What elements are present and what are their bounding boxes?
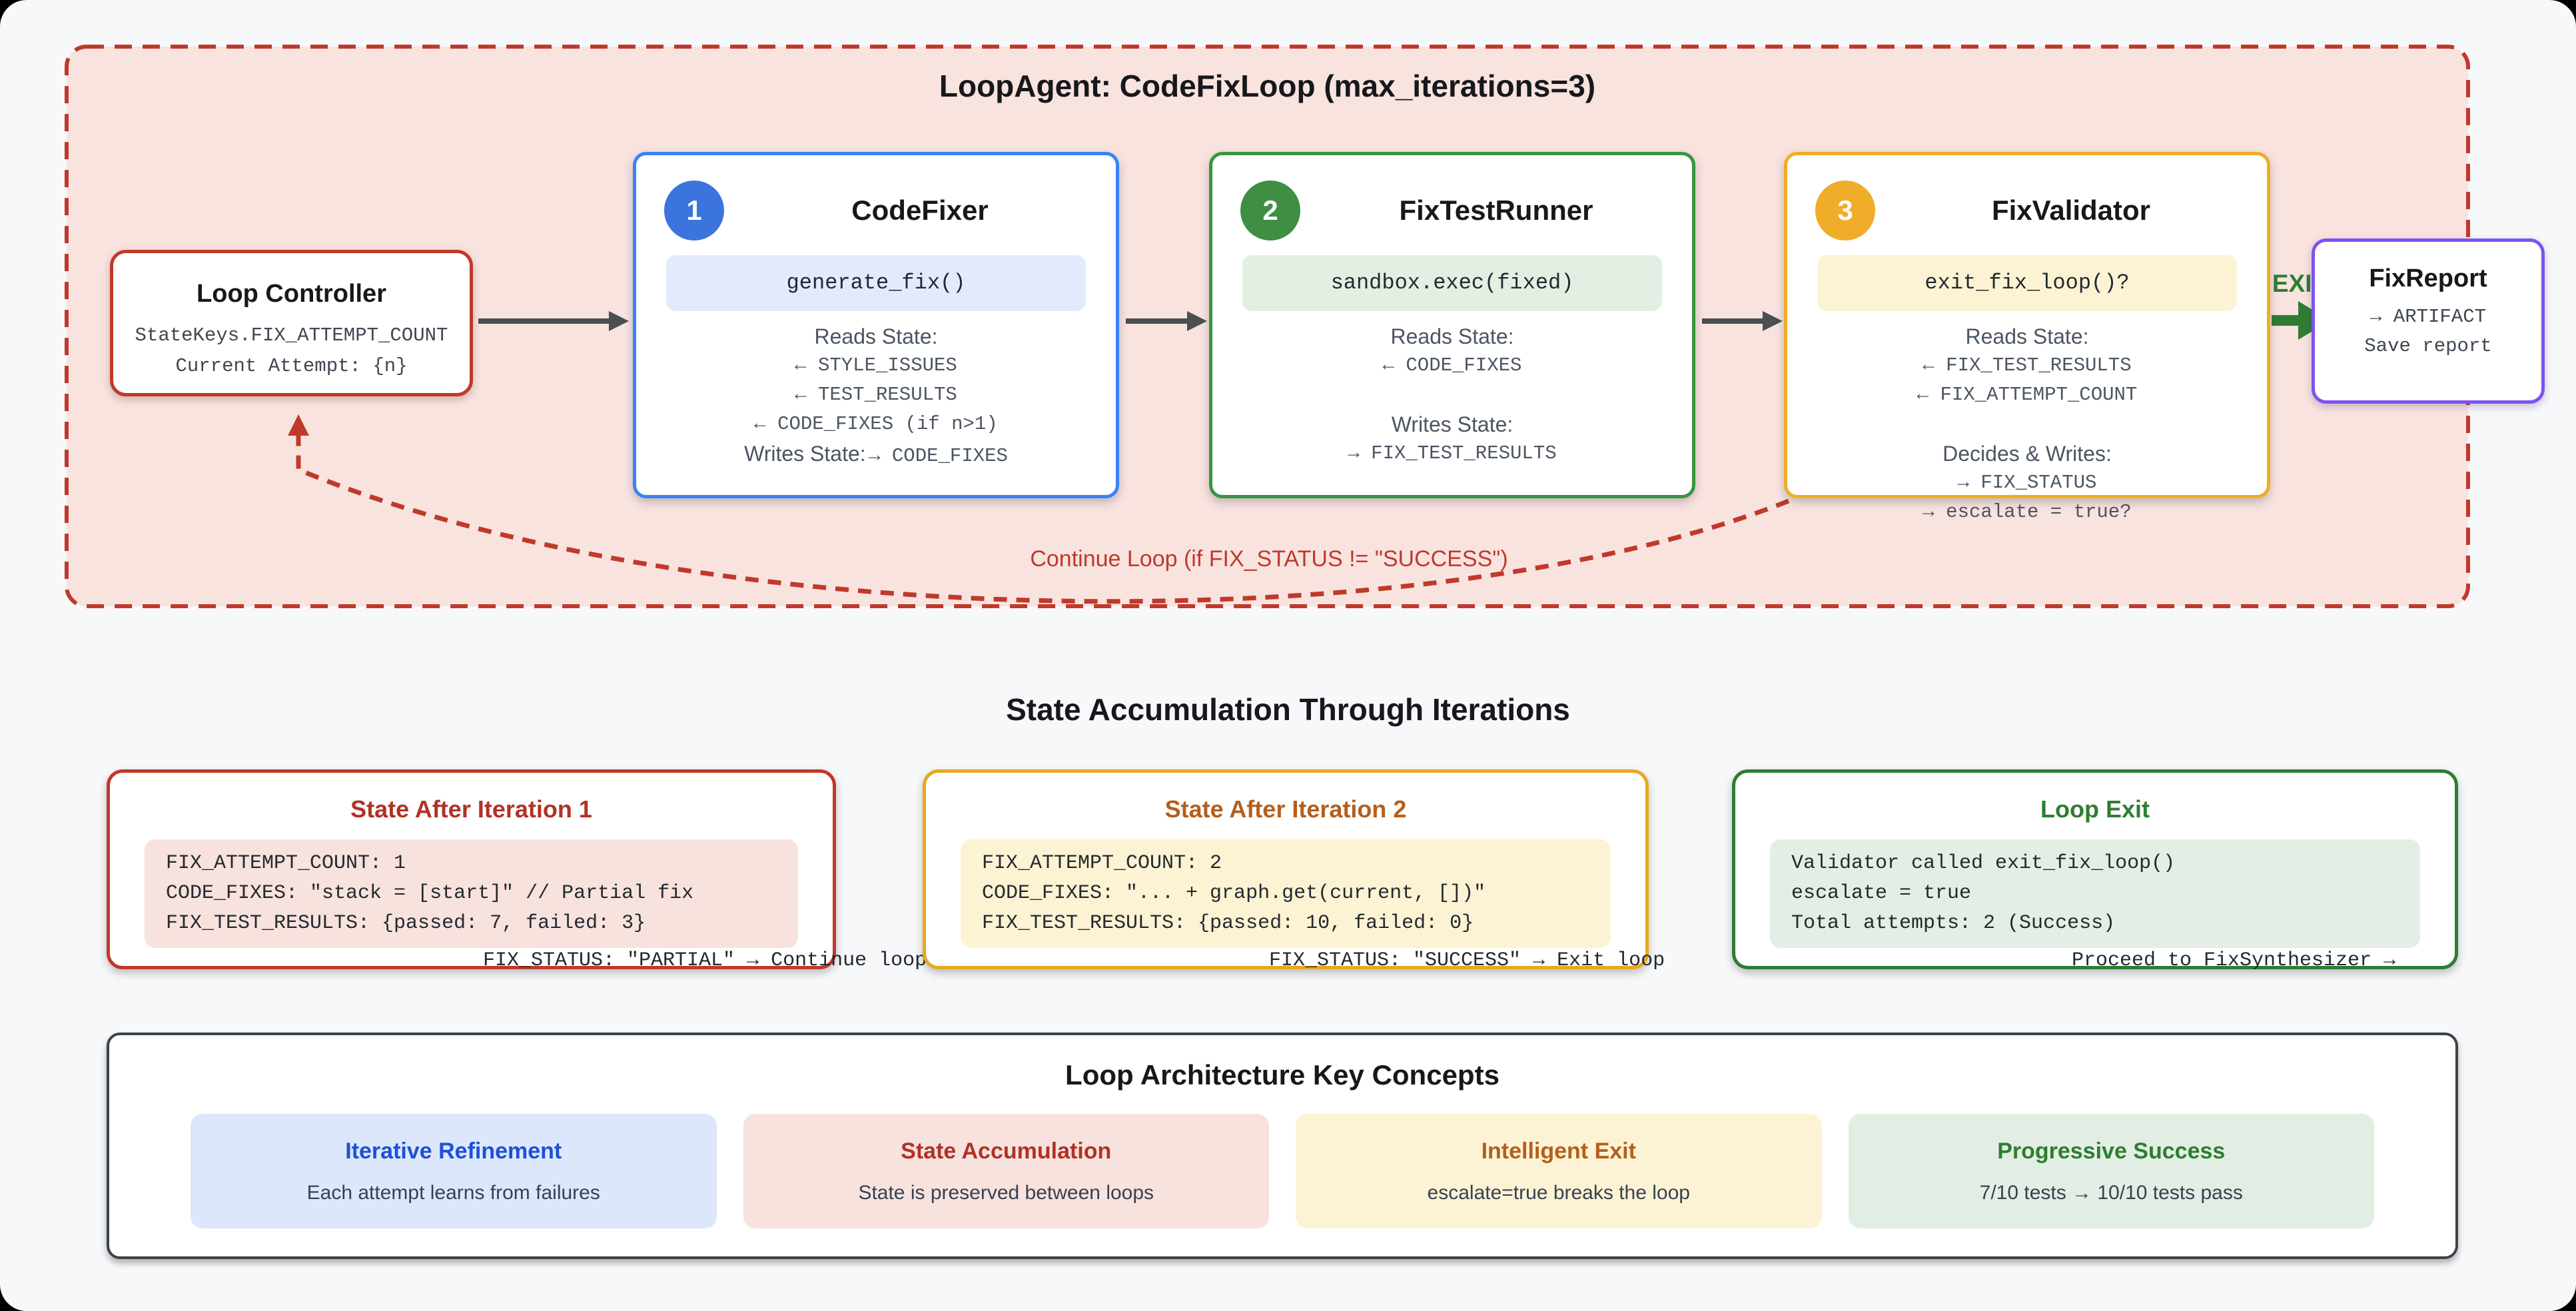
state-key: ← STYLE_ISSUES xyxy=(795,354,957,376)
state-key: → escalate = true? xyxy=(1923,501,2132,523)
state-iteration-1-box: State After Iteration 1 FIX_ATTEMPT_COUN… xyxy=(107,769,927,972)
fixvalidator-method-pill: exit_fix_loop()? xyxy=(1817,255,2237,311)
key-concepts-panel: Loop Architecture Key Concepts Iterative… xyxy=(107,1033,2458,1259)
concept-subtitle: Each attempt learns from failures xyxy=(306,1181,600,1204)
loop-controller-title: Loop Controller xyxy=(197,280,386,308)
code-line: FIX_TEST_RESULTS: {passed: 7, failed: 3} xyxy=(166,912,646,935)
code-line: CODE_FIXES: "... + graph.get(current, []… xyxy=(982,882,1486,905)
codefixer-method-pill: generate_fix() xyxy=(666,255,1086,311)
state-iteration-2-box: State After Iteration 2 FIX_ATTEMPT_COUN… xyxy=(923,769,1665,972)
continue-loop-label: Continue Loop (if FIX_STATUS != "SUCCESS… xyxy=(1030,546,1508,572)
state-key: → FIX_TEST_RESULTS xyxy=(1348,442,1557,464)
fixreport-artifact: → ARTIFACT xyxy=(2369,306,2487,328)
state-code-block: Validator called exit_fix_loop() escalat… xyxy=(1770,839,2420,948)
fixvalidator-body: Reads State: ← FIX_TEST_RESULTS ← FIX_AT… xyxy=(1787,322,2267,527)
concept-cards-row: Iterative Refinement Each attempt learns… xyxy=(109,1091,2455,1228)
loop-back-arrow xyxy=(288,414,1790,604)
fixreport-box: FixReport → ARTIFACT Save report xyxy=(2312,238,2545,404)
codefixer-title: CodeFixer xyxy=(851,195,989,226)
codefixer-header: 1 CodeFixer xyxy=(636,181,1116,240)
code-line: escalate = true xyxy=(1791,882,1972,905)
state-key: → FIX_STATUS xyxy=(1957,472,2097,494)
state-key: ← TEST_RESULTS xyxy=(795,384,957,406)
exit-arrow-icon xyxy=(2272,301,2330,340)
code-line: CODE_FIXES: "stack = [start]" // Partial… xyxy=(166,882,694,905)
concept-title: State Accumulation xyxy=(901,1138,1112,1164)
state-key: ← CODE_FIXES (if n>1) xyxy=(754,413,998,435)
code-line: Validator called exit_fix_loop() xyxy=(1791,852,2176,875)
step-1-badge: 1 xyxy=(664,181,724,240)
reads-state-label: Reads State: xyxy=(814,324,938,348)
step-3-badge: 3 xyxy=(1815,181,1875,240)
state-result-line: FIX_STATUS: "SUCCESS" → Exit loop xyxy=(1269,949,1665,972)
concept-title: Progressive Success xyxy=(1997,1138,2226,1164)
writes-state-line: Writes State: → CODE_FIXES xyxy=(636,439,1116,473)
codefixer-box: 1 CodeFixer generate_fix() Reads State: … xyxy=(633,152,1119,498)
concept-card-intelligent-exit: Intelligent Exit escalate=true breaks th… xyxy=(1296,1114,1822,1228)
state-key: ← CODE_FIXES xyxy=(1382,354,1522,376)
state-code-block: FIX_ATTEMPT_COUNT: 1 CODE_FIXES: "stack … xyxy=(145,839,798,948)
fixtestrunner-body: Reads State: ← CODE_FIXES Writes State: … xyxy=(1212,322,1692,468)
state-code-block: FIX_ATTEMPT_COUNT: 2 CODE_FIXES: "... + … xyxy=(961,839,1611,948)
code-line: Total attempts: 2 (Success) xyxy=(1791,912,2116,935)
state-result-line: FIX_STATUS: "PARTIAL" → Continue loop xyxy=(483,949,927,972)
state-result-line: Proceed to FixSynthesizer → xyxy=(2072,949,2396,972)
concept-card-progressive-success: Progressive Success 7/10 tests → 10/10 t… xyxy=(1848,1114,2374,1228)
fixtestrunner-header: 2 FixTestRunner xyxy=(1212,181,1692,240)
writes-state-label: Writes State: xyxy=(1391,412,1513,436)
code-line: FIX_ATTEMPT_COUNT: 1 xyxy=(166,852,406,875)
step-2-badge: 2 xyxy=(1240,181,1300,240)
code-line: FIX_TEST_RESULTS: {passed: 10, failed: 0… xyxy=(982,912,1474,935)
state-section-heading: State Accumulation Through Iterations xyxy=(1006,692,1570,727)
loop-container-title: LoopAgent: CodeFixLoop (max_iterations=3… xyxy=(939,69,1596,103)
fixtestrunner-method-pill: sandbox.exec(fixed) xyxy=(1242,255,1662,311)
reads-state-label: Reads State: xyxy=(1965,324,2089,348)
fixreport-save: Save report xyxy=(2364,335,2492,357)
concept-subtitle: 7/10 tests → 10/10 tests pass xyxy=(1979,1181,2243,1204)
concept-subtitle: escalate=true breaks the loop xyxy=(1427,1181,1690,1204)
state-box-title: State After Iteration 2 xyxy=(1164,795,1407,823)
spacer xyxy=(1787,410,2267,439)
fixvalidator-title: FixValidator xyxy=(1991,195,2151,226)
concept-card-state-accumulation: State Accumulation State is preserved be… xyxy=(743,1114,1269,1228)
state-box-title: State After Iteration 1 xyxy=(350,795,592,823)
loop-controller-statekey: StateKeys.FIX_ATTEMPT_COUNT xyxy=(135,324,448,346)
concept-title: Intelligent Exit xyxy=(1481,1138,1636,1164)
concept-subtitle: State is preserved between loops xyxy=(858,1181,1154,1204)
loop-exit-box: Loop Exit Validator called exit_fix_loop… xyxy=(1732,769,2458,972)
codefixer-body: Reads State: ← STYLE_ISSUES ← TEST_RESUL… xyxy=(636,322,1116,473)
loop-controller-box: Loop Controller StateKeys.FIX_ATTEMPT_CO… xyxy=(110,250,473,396)
concept-title: Iterative Refinement xyxy=(345,1138,562,1164)
spacer xyxy=(1212,380,1692,410)
loop-controller-attempt: Current Attempt: {n} xyxy=(175,355,408,377)
code-line: FIX_ATTEMPT_COUNT: 2 xyxy=(982,852,1222,875)
decides-writes-label: Decides & Writes: xyxy=(1942,442,2112,466)
reads-state-label: Reads State: xyxy=(1390,324,1514,348)
writes-state-label: Writes State: xyxy=(744,442,866,466)
fixtestrunner-title: FixTestRunner xyxy=(1399,195,1593,226)
fixreport-title: FixReport xyxy=(2369,264,2487,292)
concept-card-iterative-refinement: Iterative Refinement Each attempt learns… xyxy=(191,1114,717,1228)
state-key: ← FIX_ATTEMPT_COUNT xyxy=(1917,384,2138,406)
state-key: → CODE_FIXES xyxy=(869,445,1008,467)
fixtestrunner-box: 2 FixTestRunner sandbox.exec(fixed) Read… xyxy=(1209,152,1695,498)
fixvalidator-box: 3 FixValidator exit_fix_loop()? Reads St… xyxy=(1784,152,2270,523)
fixvalidator-header: 3 FixValidator xyxy=(1787,181,2267,240)
key-concepts-title: Loop Architecture Key Concepts xyxy=(1065,1059,1500,1091)
state-box-title: Loop Exit xyxy=(2040,795,2150,823)
state-key: ← FIX_TEST_RESULTS xyxy=(1923,354,2132,376)
